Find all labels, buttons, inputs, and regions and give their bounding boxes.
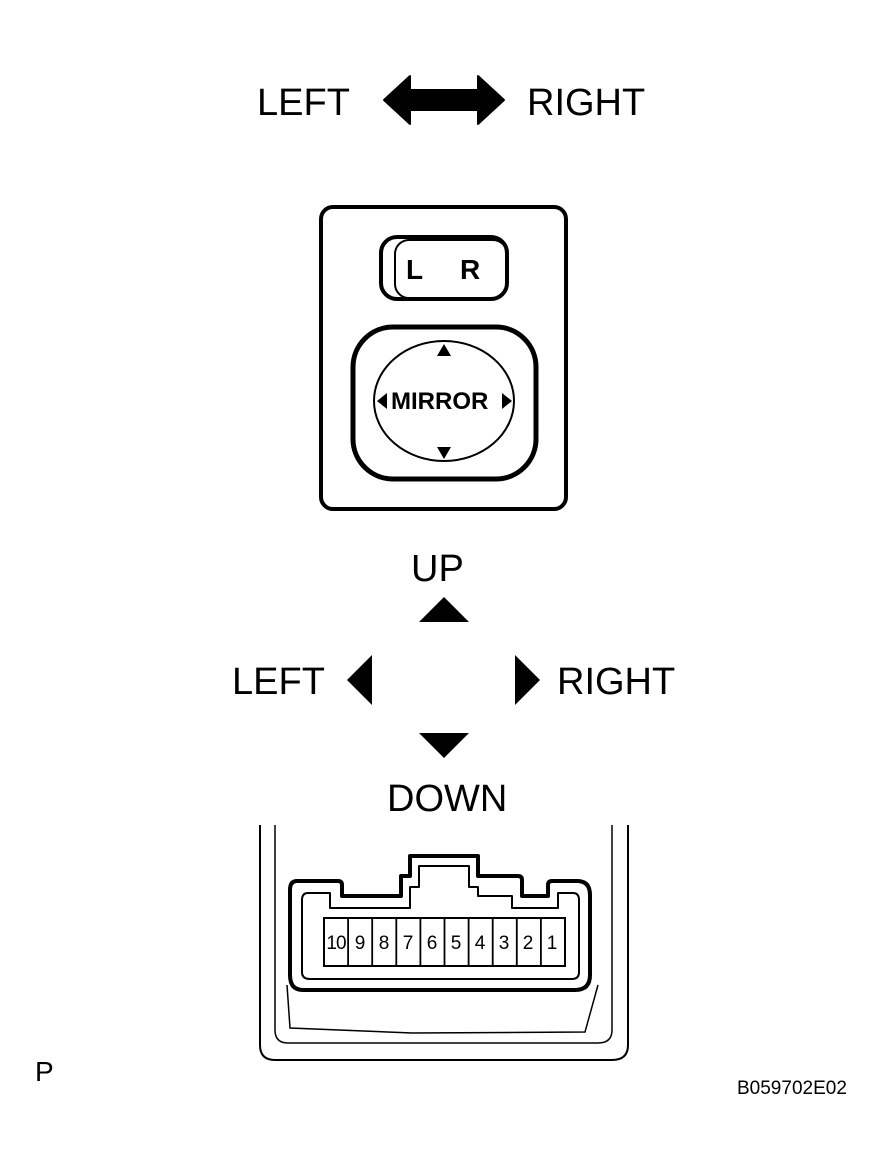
pin-label: 9 bbox=[355, 933, 366, 954]
up-label: UP bbox=[411, 548, 464, 590]
up-arrow-icon bbox=[419, 597, 469, 622]
pad-left-arrow-icon bbox=[377, 393, 387, 409]
pad-up-arrow-icon bbox=[437, 344, 451, 356]
lr-right-label: R bbox=[460, 254, 481, 285]
right-arrow-icon bbox=[515, 655, 540, 705]
pin-label: 1 bbox=[547, 933, 558, 954]
pin-label: 7 bbox=[403, 933, 414, 954]
pin-label: 5 bbox=[451, 933, 462, 954]
selector-left-label: LEFT bbox=[257, 82, 350, 124]
pin-label: 3 bbox=[499, 933, 510, 954]
connector: 10 9 8 7 6 5 4 3 2 1 bbox=[259, 825, 629, 1061]
double-headed-arrow-icon bbox=[383, 75, 505, 125]
lr-selector-knob[interactable] bbox=[379, 235, 509, 301]
pin-label: 10 bbox=[326, 933, 346, 954]
down-arrow-icon bbox=[419, 733, 469, 758]
mirror-label: MIRROR bbox=[391, 388, 489, 415]
figure-code: B059702E02 bbox=[737, 1078, 847, 1099]
pin-label: 8 bbox=[379, 933, 390, 954]
pad-right-arrow-icon bbox=[502, 393, 512, 409]
pin-label: 2 bbox=[523, 933, 534, 954]
selector-right-label: RIGHT bbox=[527, 82, 646, 124]
mirror-switch bbox=[319, 205, 568, 511]
view-letter: P bbox=[35, 1056, 54, 1087]
pin-label: 4 bbox=[475, 933, 486, 954]
pin-label: 6 bbox=[427, 933, 438, 954]
down-label: DOWN bbox=[387, 778, 508, 820]
lr-left-label: L bbox=[406, 254, 424, 285]
left-label: LEFT bbox=[232, 661, 325, 703]
connector-pin-dividers bbox=[347, 918, 542, 966]
left-arrow-icon bbox=[347, 655, 372, 705]
right-label: RIGHT bbox=[557, 661, 676, 703]
mirror-adjust-pad[interactable] bbox=[350, 324, 539, 482]
pad-down-arrow-icon bbox=[437, 447, 451, 459]
